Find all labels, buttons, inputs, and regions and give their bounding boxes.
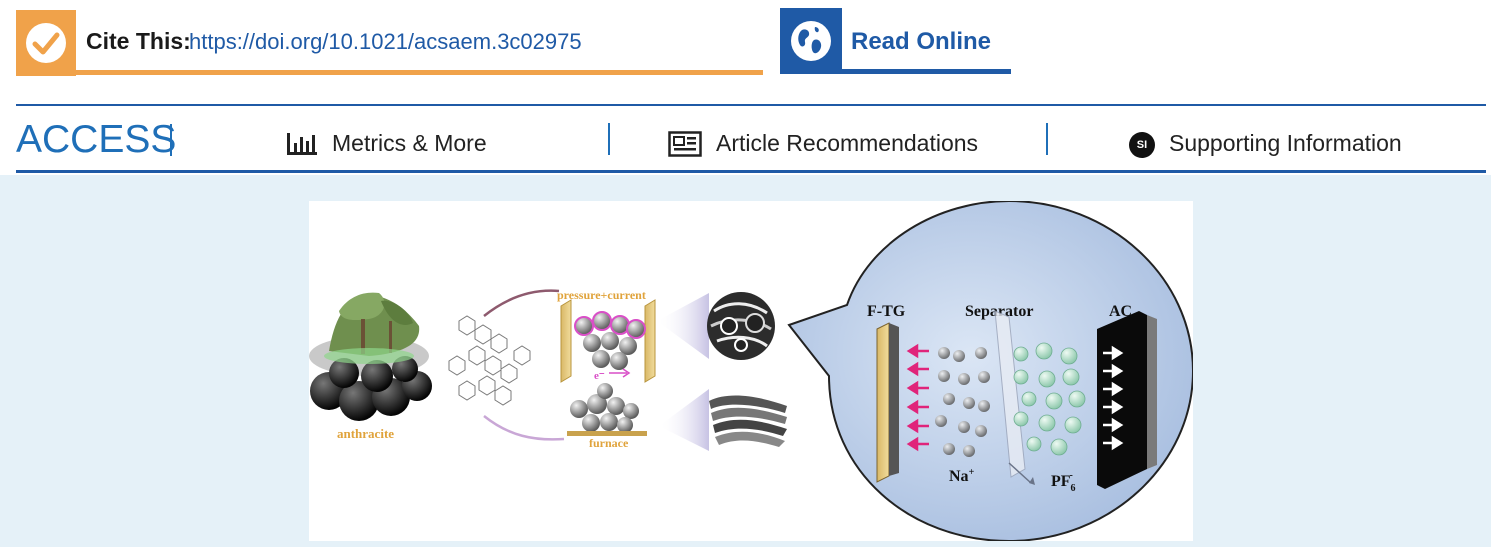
- tab-separator: [1046, 123, 1048, 155]
- cite-this-label: Cite This:: [86, 28, 191, 54]
- arc-to-furnace: [483, 415, 565, 441]
- cite-icon-box[interactable]: [16, 10, 76, 76]
- tab-metrics-more[interactable]: Metrics & More: [332, 130, 487, 156]
- read-online-underline: [842, 69, 1011, 74]
- tab-separator: [608, 123, 610, 155]
- flash-carbon-structure: [707, 292, 775, 360]
- check-circle-icon: [26, 23, 66, 63]
- furnace-carbon-structure: [709, 395, 787, 447]
- furnace-illustration: furnace: [567, 383, 647, 450]
- separator-label: Separator: [965, 303, 1033, 320]
- sodium-ion-label: Na+: [949, 467, 975, 485]
- flash-heating-illustration: pressure+current e⁻: [557, 288, 656, 383]
- electron-label: e⁻: [594, 370, 605, 382]
- si-icon[interactable]: SI: [1129, 132, 1155, 158]
- cite-underline: [76, 70, 763, 75]
- access-bar-divider: [16, 170, 1486, 173]
- zoom-fan-top: [657, 293, 709, 359]
- ac-label: AC: [1109, 303, 1132, 320]
- globe-icon: [791, 21, 831, 61]
- anthracite-illustration: anthracite: [309, 292, 432, 441]
- ftg-label: F-TG: [867, 303, 906, 320]
- bar-chart-icon[interactable]: [286, 131, 318, 157]
- arc-to-flash: [483, 289, 560, 317]
- pf6-ion-label: PF6-: [1051, 470, 1076, 494]
- newspaper-icon[interactable]: [668, 131, 702, 157]
- tab-supporting-information[interactable]: Supporting Information: [1169, 130, 1402, 156]
- anthracite-label: anthracite: [337, 426, 394, 441]
- molecular-structure: [448, 315, 531, 406]
- pressure-current-label: pressure+current: [557, 288, 646, 302]
- access-separator: [170, 124, 172, 156]
- access-label: ACCESS: [16, 118, 177, 161]
- header-divider: [16, 104, 1486, 106]
- graphical-abstract: anthracite: [309, 201, 1193, 541]
- graphical-abstract-figure: anthracite: [309, 201, 1193, 541]
- tab-article-recommendations[interactable]: Article Recommendations: [716, 130, 979, 156]
- read-online-icon-box[interactable]: [780, 8, 842, 74]
- read-online-link[interactable]: Read Online: [851, 28, 992, 55]
- zoom-fan-bottom: [659, 389, 709, 451]
- doi-link[interactable]: https://doi.org/10.1021/acsaem.3c02975: [189, 29, 582, 54]
- device-bubble: F-TG Separator AC: [787, 201, 1193, 541]
- furnace-label: furnace: [589, 436, 629, 450]
